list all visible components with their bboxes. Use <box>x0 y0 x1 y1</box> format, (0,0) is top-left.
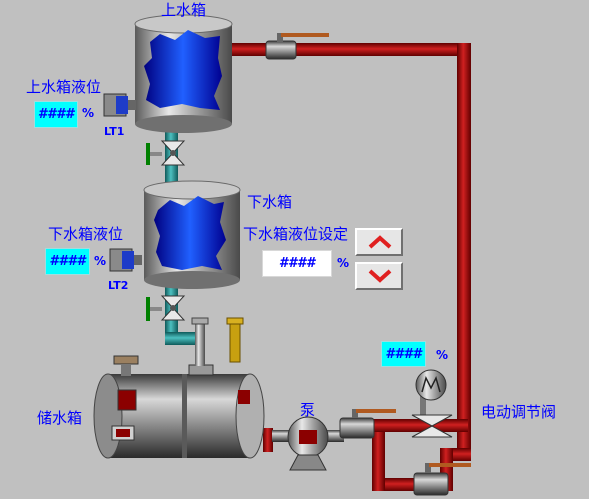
upper-level-label: 上水箱液位 <box>26 78 102 96</box>
manual-valve-1[interactable] <box>146 140 186 166</box>
lt2-label: LT2 <box>108 279 129 292</box>
lower-tank-label: 下水箱 <box>247 193 293 211</box>
ball-valve-top[interactable] <box>265 33 329 60</box>
ball-valve-pump-outlet[interactable] <box>339 409 396 439</box>
ball-valve-bottom[interactable] <box>413 463 471 496</box>
storage-tank <box>93 355 265 459</box>
setpoint-input[interactable]: #### <box>262 250 332 277</box>
lower-setpoint-label: 下水箱液位设定 <box>243 225 349 243</box>
upper-level-unit: % <box>82 106 95 120</box>
inlet-pipes <box>191 317 244 366</box>
pump-label: 泵 <box>300 401 316 419</box>
lower-tank <box>143 180 241 289</box>
setpoint-unit: % <box>337 256 350 270</box>
chevron-down-icon <box>368 269 392 283</box>
lower-level-unit: % <box>94 254 107 268</box>
upper-level-display: #### <box>34 101 78 128</box>
upper-tank <box>134 14 233 133</box>
level-transmitter-lt2 <box>109 248 142 272</box>
upper-tank-label: 上水箱 <box>161 1 207 19</box>
lower-tank-water <box>154 196 226 270</box>
lower-level-label: 下水箱液位 <box>48 225 124 243</box>
lower-level-display: #### <box>45 248 90 275</box>
pump[interactable] <box>272 416 344 471</box>
lt1-label: LT1 <box>104 125 125 138</box>
storage-tank-label: 储水箱 <box>37 409 83 427</box>
upper-tank-water <box>144 30 222 110</box>
electric-control-valve[interactable] <box>411 369 453 438</box>
level-transmitter-lt1 <box>103 93 136 117</box>
manual-valve-2[interactable] <box>146 295 186 321</box>
chevron-up-icon <box>368 235 392 249</box>
valve-opening-display: #### <box>381 341 426 367</box>
control-valve-label: 电动调节阀 <box>481 403 557 421</box>
setpoint-decrease-button[interactable] <box>355 262 403 290</box>
valve-opening-unit: % <box>436 348 449 362</box>
setpoint-increase-button[interactable] <box>355 228 403 256</box>
